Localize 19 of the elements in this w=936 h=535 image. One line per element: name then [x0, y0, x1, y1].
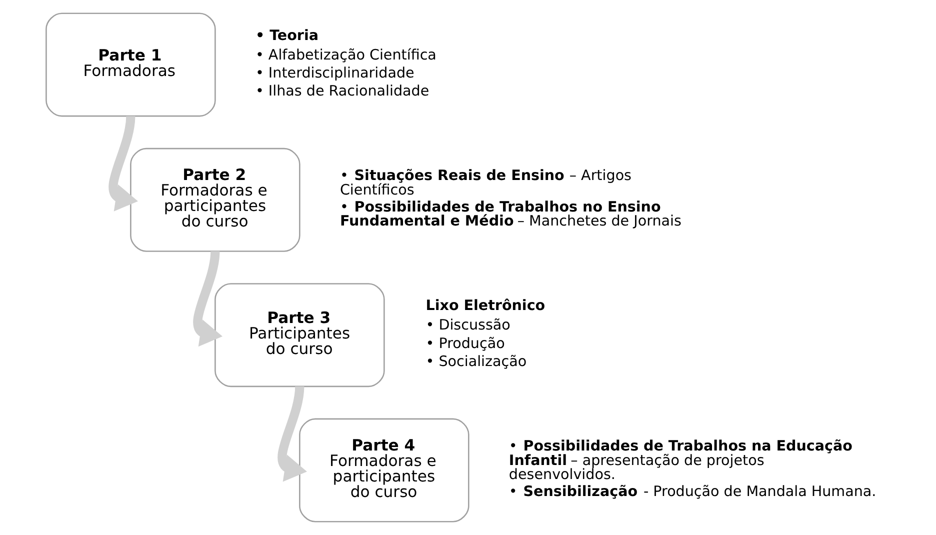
arrow	[193, 250, 222, 347]
node-box: Parte 3 Participantes do curso	[214, 283, 385, 388]
node-label: • Ilhas de Racionalidade	[255, 84, 430, 100]
node-label: • Sensibilização - Produção de Mandala Humana.	[508, 484, 876, 500]
node-label: Lixo Eletrônico	[426, 298, 546, 314]
node-label: • Interdisciplinaridade	[255, 65, 414, 82]
node-label: • Discussão	[426, 318, 510, 334]
node-label: • Alfabetização Científica	[255, 47, 436, 64]
arrow	[108, 116, 138, 212]
node-label: • Teoria	[255, 28, 319, 44]
node-box: Parte 1 Formadoras	[46, 12, 216, 117]
node-label: • Possibilidades de Trabalhos na Educação Infantil – apresentação de projetos desenvolvidos.	[508, 438, 852, 484]
node-label: • Possibilidades de Trabalhos no Ensino Fundamental e Médio – Manchetes de Jornais	[340, 199, 682, 230]
node-label: • Situações Reais de Ensino – Artigos Científicos	[340, 168, 632, 198]
node-label: • Socialização	[426, 354, 527, 370]
arrow	[278, 386, 307, 482]
node-box: Parte 2 Formadoras e participantes do curso	[130, 148, 300, 252]
node-label: • Produção	[426, 336, 505, 352]
node-box: Parte 4 Formadoras e participantes do curso	[299, 418, 470, 522]
